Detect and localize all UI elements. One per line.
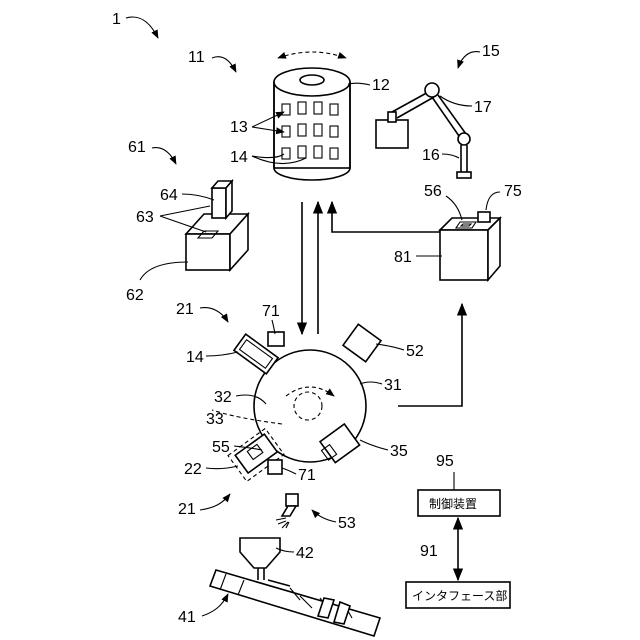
leader-71-bot xyxy=(282,468,296,474)
leader-62 xyxy=(140,262,188,280)
leader-12 xyxy=(348,83,370,85)
leader-15 xyxy=(458,52,480,68)
measuring-unit xyxy=(440,212,500,280)
leader-11 xyxy=(212,57,236,72)
label-1: 1 xyxy=(112,11,121,28)
leader-61 xyxy=(152,148,176,164)
leader-16 xyxy=(442,154,459,158)
leader-53 xyxy=(312,510,336,522)
interface-label: インタフェース部 xyxy=(412,588,507,603)
leader-64 xyxy=(182,194,214,200)
label-15: 15 xyxy=(482,43,500,60)
label-31: 31 xyxy=(384,377,402,394)
label-16: 16 xyxy=(422,147,440,164)
label-71-bot: 71 xyxy=(298,467,316,484)
label-11: 11 xyxy=(188,49,205,66)
storage-drum xyxy=(274,52,350,180)
label-56: 56 xyxy=(424,183,442,200)
arrow-to-drum-from-81 xyxy=(332,202,440,232)
controller-label: 制御装置 xyxy=(429,496,477,511)
label-55: 55 xyxy=(212,439,230,456)
label-41: 41 xyxy=(178,609,196,626)
leader-22 xyxy=(206,466,238,469)
rotary-table xyxy=(212,324,381,481)
label-75: 75 xyxy=(504,183,522,200)
leader-14-mid xyxy=(206,352,238,356)
label-81: 81 xyxy=(394,249,412,266)
label-71-top: 71 xyxy=(262,303,280,320)
leader-52 xyxy=(376,344,404,350)
dispenser-nozzle xyxy=(276,494,298,528)
label-13: 13 xyxy=(230,119,248,136)
label-91: 91 xyxy=(420,543,438,560)
leader-35 xyxy=(360,440,388,450)
label-52: 52 xyxy=(406,343,424,360)
screw-feeder xyxy=(210,538,380,636)
label-14-mid: 14 xyxy=(186,349,204,366)
label-64: 64 xyxy=(160,187,178,204)
label-21-top: 21 xyxy=(176,301,194,318)
label-62: 62 xyxy=(126,287,144,304)
leader-31 xyxy=(360,382,382,384)
leader-41 xyxy=(202,594,228,616)
label-22: 22 xyxy=(184,461,202,478)
label-95: 95 xyxy=(436,453,454,470)
label-12: 12 xyxy=(372,77,390,94)
leader-21-top xyxy=(200,308,228,322)
label-61: 61 xyxy=(128,139,146,156)
label-14-top: 14 xyxy=(230,149,248,166)
label-63: 63 xyxy=(136,209,154,226)
label-32: 32 xyxy=(214,389,232,406)
leader-56 xyxy=(446,196,462,220)
label-35: 35 xyxy=(390,443,408,460)
label-53: 53 xyxy=(338,515,356,532)
label-17: 17 xyxy=(474,99,492,116)
leader-1 xyxy=(126,17,158,38)
leader-21-bot xyxy=(200,494,230,510)
label-42: 42 xyxy=(296,545,314,562)
label-33: 33 xyxy=(206,411,224,428)
label-21-bot: 21 xyxy=(178,501,196,518)
processing-unit xyxy=(186,181,248,270)
leader-75 xyxy=(486,192,500,210)
